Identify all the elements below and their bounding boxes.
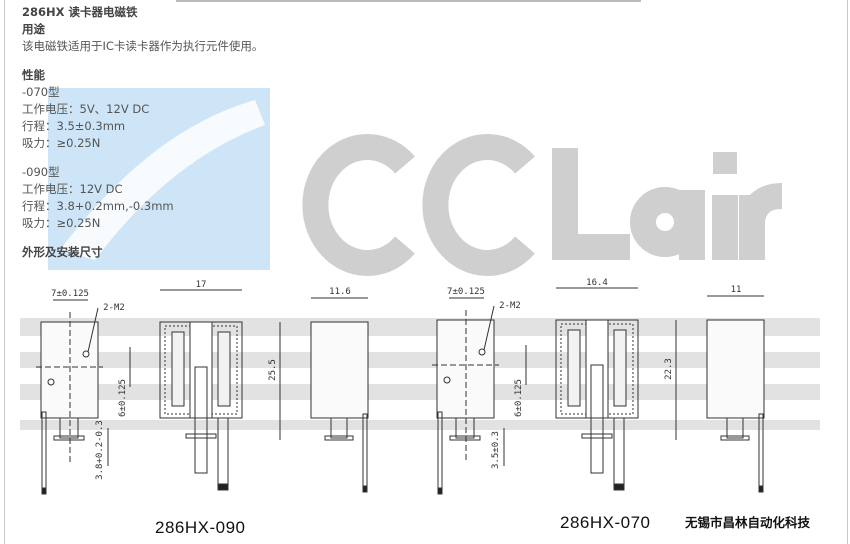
end-view-flange: [720, 435, 750, 441]
height-label: 25.5: [268, 359, 278, 381]
lead-tip: [362, 485, 368, 493]
hole-offset-label: 6±0.125: [514, 379, 524, 417]
coil-right: [217, 331, 231, 407]
side-view-flange: [53, 435, 85, 441]
stroke-label: 3.8+0.2-0.3: [95, 420, 105, 480]
coil-left: [567, 329, 581, 407]
spec-text: 286HX 读卡器电磁铁 用途 该电磁铁适用于IC卡读卡器作为执行元件使用。 性…: [22, 4, 263, 261]
watermark-letter-c: [302, 134, 415, 276]
model-090-stroke: 行程：3.8+0.2mm,-0.3mm: [22, 199, 174, 213]
height-label: 22.3: [664, 358, 674, 380]
drawing-286HX-070: 7±0.125 2-M2 6±0.125 3.5±0.3 16.4 22.3 11: [432, 278, 765, 495]
thread-label: 2-M2: [499, 301, 521, 311]
plunger-sleeve: [189, 321, 213, 419]
lead-tip: [41, 487, 47, 495]
lead-tip: [613, 483, 625, 491]
usage-heading: 用途: [22, 22, 45, 36]
hole-offset-label: 6±0.125: [118, 379, 128, 417]
watermark-lettering: [302, 134, 783, 276]
watermark-letter-l: [552, 148, 630, 260]
hole-spacing-label: 7±0.125: [51, 289, 89, 299]
end-view-lead: [362, 413, 368, 493]
end-view-shaft: [726, 417, 744, 439]
model-070-stroke: 行程：3.5±0.3mm: [22, 119, 126, 133]
mounting-hole: [443, 376, 451, 384]
width-label: 17: [196, 280, 207, 290]
lead-tip: [437, 487, 443, 495]
section-leads: [613, 417, 625, 491]
performance-heading: 性能: [22, 68, 45, 82]
end-view-shaft: [330, 417, 348, 439]
side-view-shaft: [59, 417, 79, 439]
side-view-lead: [437, 411, 443, 493]
width-label: 16.4: [586, 278, 608, 288]
coil-left: [171, 331, 185, 407]
model-070-voltage: 工作电压：5V、12V DC: [22, 102, 150, 116]
model-090-name: -090型: [22, 165, 60, 179]
company-name: 无锡市昌林自动化科技: [685, 515, 811, 530]
mounting-hole: [47, 378, 55, 386]
section-leads: [217, 417, 229, 491]
thread-label: 2-M2: [103, 303, 125, 313]
mounting-hole: [82, 350, 90, 358]
end-view-lead: [758, 413, 764, 493]
side-view-flange: [449, 435, 481, 441]
frame-left: [4, 0, 5, 544]
watermark-letter-r: [739, 183, 783, 260]
lead-tip: [217, 483, 229, 491]
mounting-hole: [478, 348, 486, 356]
plunger: [194, 366, 208, 474]
coil-right: [613, 329, 627, 407]
side-view-lead: [41, 411, 47, 493]
lead-tip: [758, 485, 764, 493]
drawing-286HX-090: 7±0.125 2-M2 6±0.125 3.8+0.2-0.3 17 25.5 11.6: [36, 280, 369, 495]
leader-line: [87, 307, 99, 353]
model-090-voltage: 工作电压：12V DC: [22, 182, 123, 196]
watermark-letter-i-dot: [713, 152, 737, 174]
depth-label: 11.6: [329, 287, 351, 297]
section-flange: [185, 433, 217, 439]
watermark-swoosh: [60, 100, 265, 260]
section-flange: [581, 433, 613, 439]
frame-right: [847, 0, 848, 544]
hole-spacing-label: 7±0.125: [447, 287, 485, 297]
end-view-flange: [324, 435, 354, 441]
model-label-090: 286HX-090: [155, 518, 246, 537]
model-070-force: 吸力：≥0.25N: [22, 136, 101, 150]
model-090-force: 吸力：≥0.25N: [22, 216, 101, 230]
model-label-070: 286HX-070: [560, 513, 651, 532]
side-view-shaft: [455, 417, 475, 439]
stroke-label: 3.5±0.3: [491, 431, 501, 469]
end-view-body: [706, 319, 765, 419]
end-view-body: [310, 321, 369, 419]
dimensions-heading: 外形及安装尺寸: [22, 245, 103, 259]
product-title: 286HX 读卡器电磁铁: [22, 5, 138, 19]
leader-line: [483, 305, 495, 351]
plunger: [590, 364, 604, 474]
model-070-name: -070型: [22, 85, 60, 99]
plunger-sleeve: [585, 319, 609, 419]
usage-text: 该电磁铁适用于IC卡读卡器作为执行元件使用。: [22, 39, 264, 53]
depth-label: 11: [731, 285, 742, 295]
frame-top: [176, 0, 641, 2]
watermark-letter-c: [422, 134, 535, 276]
